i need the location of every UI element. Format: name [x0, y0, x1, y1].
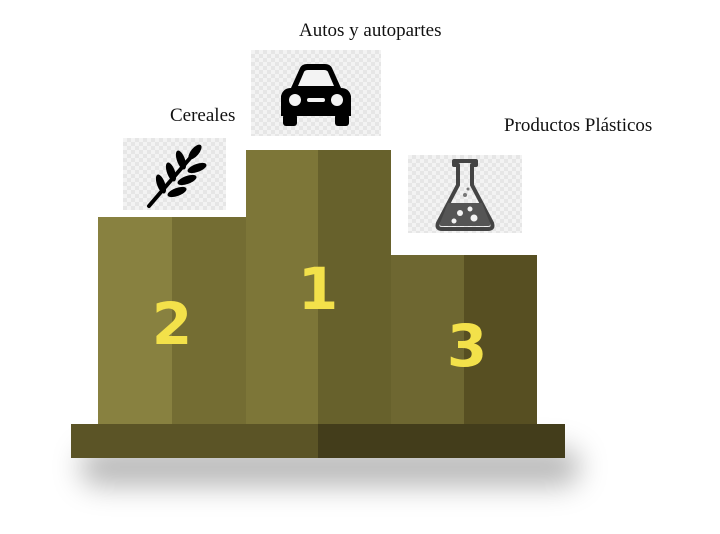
- wheat-icon-box: [123, 138, 226, 210]
- second-place-label: Cereales: [170, 105, 236, 126]
- car-icon: [281, 64, 351, 126]
- first-block-right-face: [318, 150, 391, 424]
- third-place-label: Productos Plásticos: [504, 115, 653, 136]
- base-left-face: [71, 424, 318, 458]
- car-icon-box: [251, 50, 381, 136]
- first-place-label: Autos y autopartes: [299, 20, 442, 41]
- second-block-left-face: [98, 217, 172, 424]
- second-block-right-face: [172, 217, 246, 424]
- wheat-icon: [147, 144, 207, 208]
- second-place-block: 2: [98, 217, 246, 424]
- flask-icon-box: [408, 155, 522, 233]
- second-place-number: 2: [151, 290, 193, 358]
- flask-icon: [435, 159, 495, 231]
- base-right-face: [318, 424, 565, 458]
- third-block-left-face: [391, 255, 464, 424]
- podium-base: [71, 424, 565, 458]
- third-place-block: 3: [391, 255, 537, 424]
- first-place-number: 1: [297, 255, 339, 323]
- first-block-left-face: [246, 150, 318, 424]
- first-place-block: 1: [246, 150, 391, 424]
- third-block-right-face: [464, 255, 537, 424]
- third-place-number: 3: [446, 312, 488, 380]
